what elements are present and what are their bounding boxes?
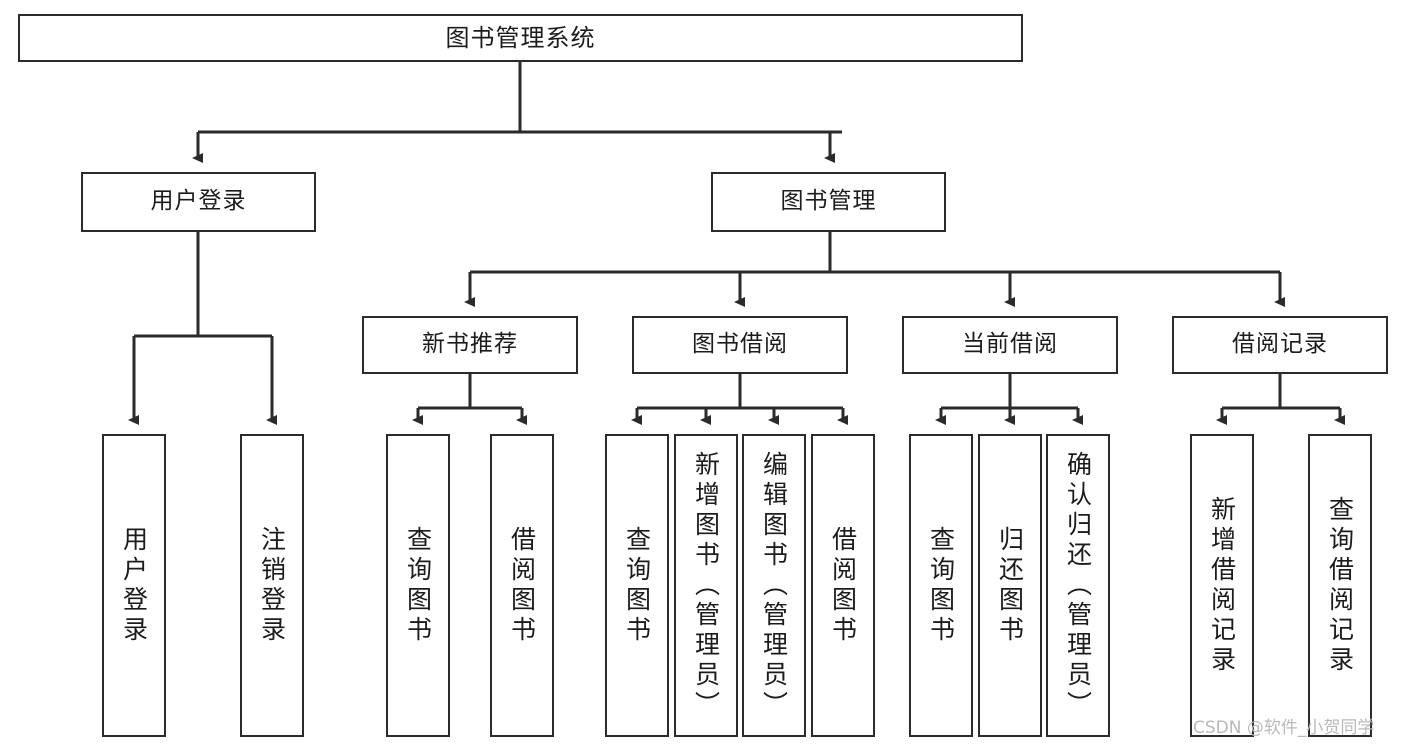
node-new-book-recommend[interactable]: 新书推荐 [362, 316, 578, 374]
node-label: 用户登录 [150, 188, 247, 215]
node-label: 新增图书（管理员） [691, 450, 721, 721]
node-label: 借阅图书 [828, 525, 858, 646]
node-label: 借阅记录 [1232, 331, 1328, 358]
node-label: 查询图书 [926, 525, 956, 646]
node-label: 新增借阅记录 [1207, 495, 1237, 676]
node-label: 查询图书 [403, 525, 433, 646]
node-label: 当前借阅 [962, 331, 1058, 358]
node-borrow-record[interactable]: 借阅记录 [1172, 316, 1388, 374]
node-label: 注销登录 [257, 525, 287, 646]
node-book-borrow[interactable]: 图书借阅 [632, 316, 848, 374]
node-book-management[interactable]: 图书管理 [711, 172, 946, 232]
node-label: 图书管理 [780, 188, 877, 215]
node-label: 归还图书 [995, 525, 1025, 646]
leaf-new-book-borrow-book[interactable]: 借阅图书 [490, 434, 554, 737]
leaf-new-book-query-book[interactable]: 查询图书 [386, 434, 450, 737]
node-label: 编辑图书（管理员） [759, 450, 789, 721]
node-user-login[interactable]: 用户登录 [81, 172, 316, 232]
node-label: 查询借阅记录 [1325, 495, 1355, 676]
node-current-borrow[interactable]: 当前借阅 [902, 316, 1118, 374]
node-label: 查询图书 [622, 525, 652, 646]
node-label: 新书推荐 [422, 331, 518, 358]
node-root-book-management-system[interactable]: 图书管理系统 [18, 14, 1023, 62]
leaf-book-borrow-borrow-book[interactable]: 借阅图书 [811, 434, 875, 737]
leaf-borrow-record-query-record[interactable]: 查询借阅记录 [1308, 434, 1372, 737]
leaf-user-login-login[interactable]: 用户登录 [102, 434, 166, 737]
leaf-borrow-record-add-record[interactable]: 新增借阅记录 [1190, 434, 1254, 737]
csdn-watermark: CSDN @软件_小贺同学 [1193, 718, 1375, 738]
node-label: 用户登录 [119, 525, 149, 646]
node-label: 图书管理系统 [445, 23, 596, 52]
leaf-book-borrow-add-book-admin[interactable]: 新增图书（管理员） [674, 434, 738, 737]
leaf-book-borrow-edit-book-admin[interactable]: 编辑图书（管理员） [742, 434, 806, 737]
leaf-user-login-logout[interactable]: 注销登录 [240, 434, 304, 737]
leaf-current-borrow-return-book[interactable]: 归还图书 [978, 434, 1042, 737]
leaf-current-borrow-query-book[interactable]: 查询图书 [909, 434, 973, 737]
node-label: 图书借阅 [692, 331, 788, 358]
node-label: 借阅图书 [507, 525, 537, 646]
leaf-book-borrow-query-book[interactable]: 查询图书 [605, 434, 669, 737]
leaf-current-borrow-confirm-return-admin[interactable]: 确认归还（管理员） [1046, 434, 1110, 737]
node-label: 确认归还（管理员） [1063, 450, 1093, 721]
